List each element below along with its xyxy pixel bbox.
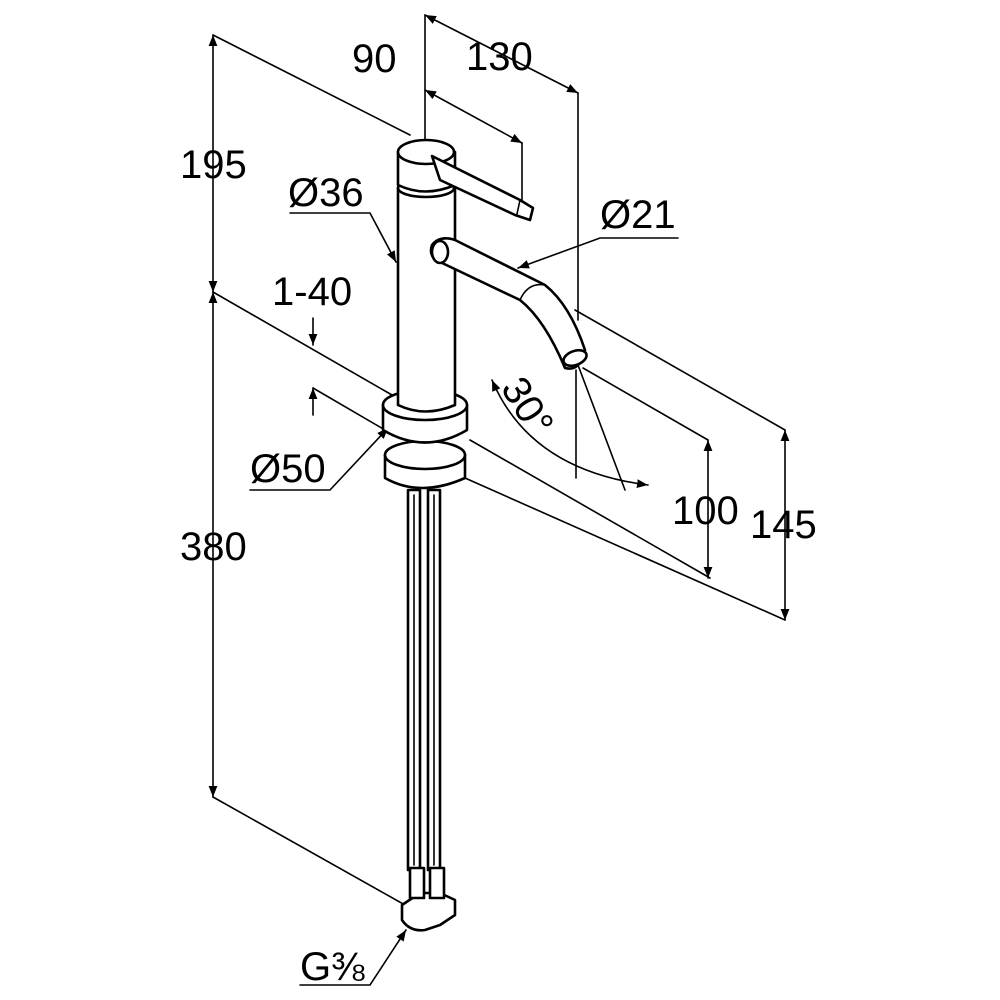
label-thread: G⅜: [300, 945, 365, 989]
spout-bend-edge: [519, 283, 546, 301]
mounting-nut-top: [383, 439, 467, 471]
ext-line-spout-top: [574, 309, 786, 431]
hose-fitting-left: [408, 866, 426, 900]
lever-end-edge: [516, 199, 521, 215]
label-dia50: Ø50: [250, 447, 326, 491]
spout-root: [430, 239, 450, 265]
label-dia21: Ø21: [600, 193, 676, 237]
ext-line-bottom: [212, 796, 406, 906]
angle-leg-30: [577, 364, 626, 491]
leader-dia36: [289, 212, 397, 263]
leader-thread: [299, 929, 407, 986]
angle-arc-30: [491, 379, 649, 488]
label-1-40: 1-40: [272, 270, 352, 314]
ext-line-base-upper-left: [212, 291, 393, 396]
spout-outlet: [562, 348, 588, 368]
dim-line-130: [424, 14, 579, 94]
ext-line-top-left: [212, 34, 411, 136]
ext-line-base-lower-right: [464, 477, 786, 621]
dimension-lines: [208, 14, 790, 986]
ext-line-base-lower-left: [312, 387, 386, 431]
faucet-body: [381, 138, 588, 932]
label-130: 130: [466, 35, 533, 79]
label-100: 100: [672, 489, 739, 533]
dimension-labels: 90 130 195 Ø36 Ø21 1-40 30° Ø50 100 145 …: [180, 35, 817, 989]
dim-line-90: [424, 89, 523, 144]
label-195: 195: [180, 143, 247, 187]
hose-fitting-right: [428, 866, 446, 900]
label-90: 90: [352, 37, 397, 81]
label-380: 380: [180, 525, 247, 569]
label-30-deg: 30°: [492, 369, 561, 444]
label-dia36: Ø36: [288, 171, 364, 215]
leader-dia21: [517, 237, 679, 269]
leader-dia50: [249, 427, 389, 491]
cartridge-top: [396, 138, 456, 166]
main-column: [396, 186, 457, 413]
hose-connection-nut: [400, 891, 457, 932]
label-145: 145: [750, 503, 817, 547]
